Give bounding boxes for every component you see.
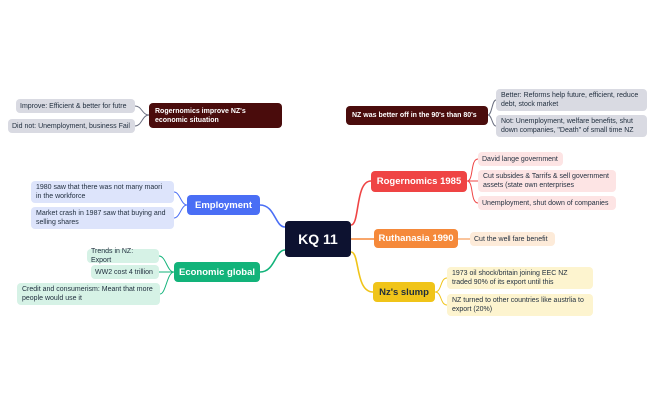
floating-topic-rogernomics-improve[interactable]: Rogernomics improve NZ's economic situat… (149, 103, 282, 128)
rogernomics-subtopic-label: Cut subsides & Tarrifs & sell government… (483, 173, 609, 189)
ruthanasia-subtopic-label: Cut the well fare benefit (474, 235, 548, 243)
branch-employment-label: Employment (194, 199, 252, 211)
employment-subtopic-label: 1980 saw that there was not many maori i… (36, 184, 163, 200)
rogernomics-subtopic[interactable]: Unemployment, shut down of companies (478, 196, 616, 210)
branch-rogernomics-label: Rogernomics 1985 (376, 176, 462, 187)
branch-nz-slump[interactable]: Nz's slump (373, 282, 435, 302)
floating-subtopic-label: Did not: Unemployment, business Fail (12, 122, 130, 130)
floating-subtopic[interactable]: Did not: Unemployment, business Fail (8, 119, 135, 133)
connector-slump-leaf-1 (434, 277, 448, 293)
connector-central-slump (350, 251, 374, 293)
branch-ruthanasia-label: Ruthanasia 1990 (378, 233, 454, 244)
economic-subtopic[interactable]: WW2 cost 4 trillion (91, 265, 159, 279)
ruthanasia-subtopic[interactable]: Cut the well fare benefit (470, 232, 555, 246)
slump-subtopic-label: 1973 oil shock/britain joining EEC NZ tr… (452, 270, 568, 286)
connector-rogernomics-leaf-3 (466, 180, 479, 204)
economic-subtopic[interactable]: Trends in NZ: Export (87, 248, 159, 264)
rogernomics-subtopic-label: David lange government (482, 155, 558, 163)
floating-subtopic-label: Better: Reforms help future, efficient, … (501, 92, 639, 108)
connector-employment-leaf-2 (173, 204, 188, 219)
branch-nz-slump-label: Nz's slump (379, 286, 429, 298)
rogernomics-subtopic[interactable]: Cut subsides & Tarrifs & sell government… (478, 170, 616, 192)
connector-central-economic (259, 249, 286, 273)
branch-rogernomics[interactable]: Rogernomics 1985 (371, 171, 467, 192)
branch-economic-global-label: Economic global (178, 266, 255, 278)
floating-subtopic-label: Improve: Efficient & better for futre (20, 102, 127, 110)
slump-subtopic-label: NZ turned to other countries like austrl… (452, 297, 584, 313)
economic-subtopic-label: Credit and consumerism: Meant that more … (22, 286, 153, 302)
slump-subtopic[interactable]: 1973 oil shock/britain joining EEC NZ tr… (447, 267, 593, 289)
employment-subtopic[interactable]: Market crash in 1987 saw that buying and… (31, 207, 174, 229)
branch-ruthanasia[interactable]: Ruthanasia 1990 (374, 229, 458, 248)
connector-economic-leaf-3 (159, 271, 175, 295)
connector-float2-leaf-1 (487, 99, 497, 116)
connector-float1-leaf-2 (134, 114, 150, 127)
rogernomics-subtopic[interactable]: David lange government (478, 152, 563, 166)
rogernomics-subtopic-label: Unemployment, shut down of companies (482, 199, 609, 207)
floating-subtopic[interactable]: Not: Unemployment, welfare benefits, shu… (496, 115, 647, 137)
employment-subtopic-label: Market crash in 1987 saw that buying and… (36, 210, 166, 226)
connector-float2-leaf-2 (487, 114, 497, 127)
central-topic[interactable]: KQ 11 (285, 221, 351, 257)
branch-employment[interactable]: Employment (187, 195, 260, 215)
economic-subtopic-label: WW2 cost 4 trillion (95, 268, 153, 276)
connector-central-rogernomics (350, 180, 372, 226)
floating-topic-label: NZ was better off in the 90's than 80's (352, 112, 477, 119)
floating-subtopic[interactable]: Better: Reforms help future, efficient, … (496, 89, 647, 111)
floating-subtopic-label: Not: Unemployment, welfare benefits, shu… (501, 118, 634, 134)
central-topic-label: KQ 11 (298, 231, 338, 247)
connector-float1-leaf-1 (134, 105, 150, 116)
economic-subtopic-label: Trends in NZ: Export (91, 248, 134, 264)
connector-central-employment (259, 204, 286, 228)
connector-rogernomics-leaf-1 (466, 158, 479, 182)
employment-subtopic[interactable]: 1980 saw that there was not many maori i… (31, 181, 174, 203)
floating-topic-better-off[interactable]: NZ was better off in the 90's than 80's (346, 106, 488, 125)
floating-subtopic[interactable]: Improve: Efficient & better for futre (16, 99, 135, 113)
floating-topic-label: Rogernomics improve NZ's economic situat… (155, 107, 246, 124)
connector-economic-leaf-1 (158, 255, 175, 273)
connector-employment-leaf-1 (173, 191, 188, 206)
connector-slump-leaf-2 (434, 291, 448, 306)
slump-subtopic[interactable]: NZ turned to other countries like austrl… (447, 294, 593, 316)
branch-economic-global[interactable]: Economic global (174, 262, 260, 282)
economic-subtopic[interactable]: Credit and consumerism: Meant that more … (17, 283, 160, 305)
